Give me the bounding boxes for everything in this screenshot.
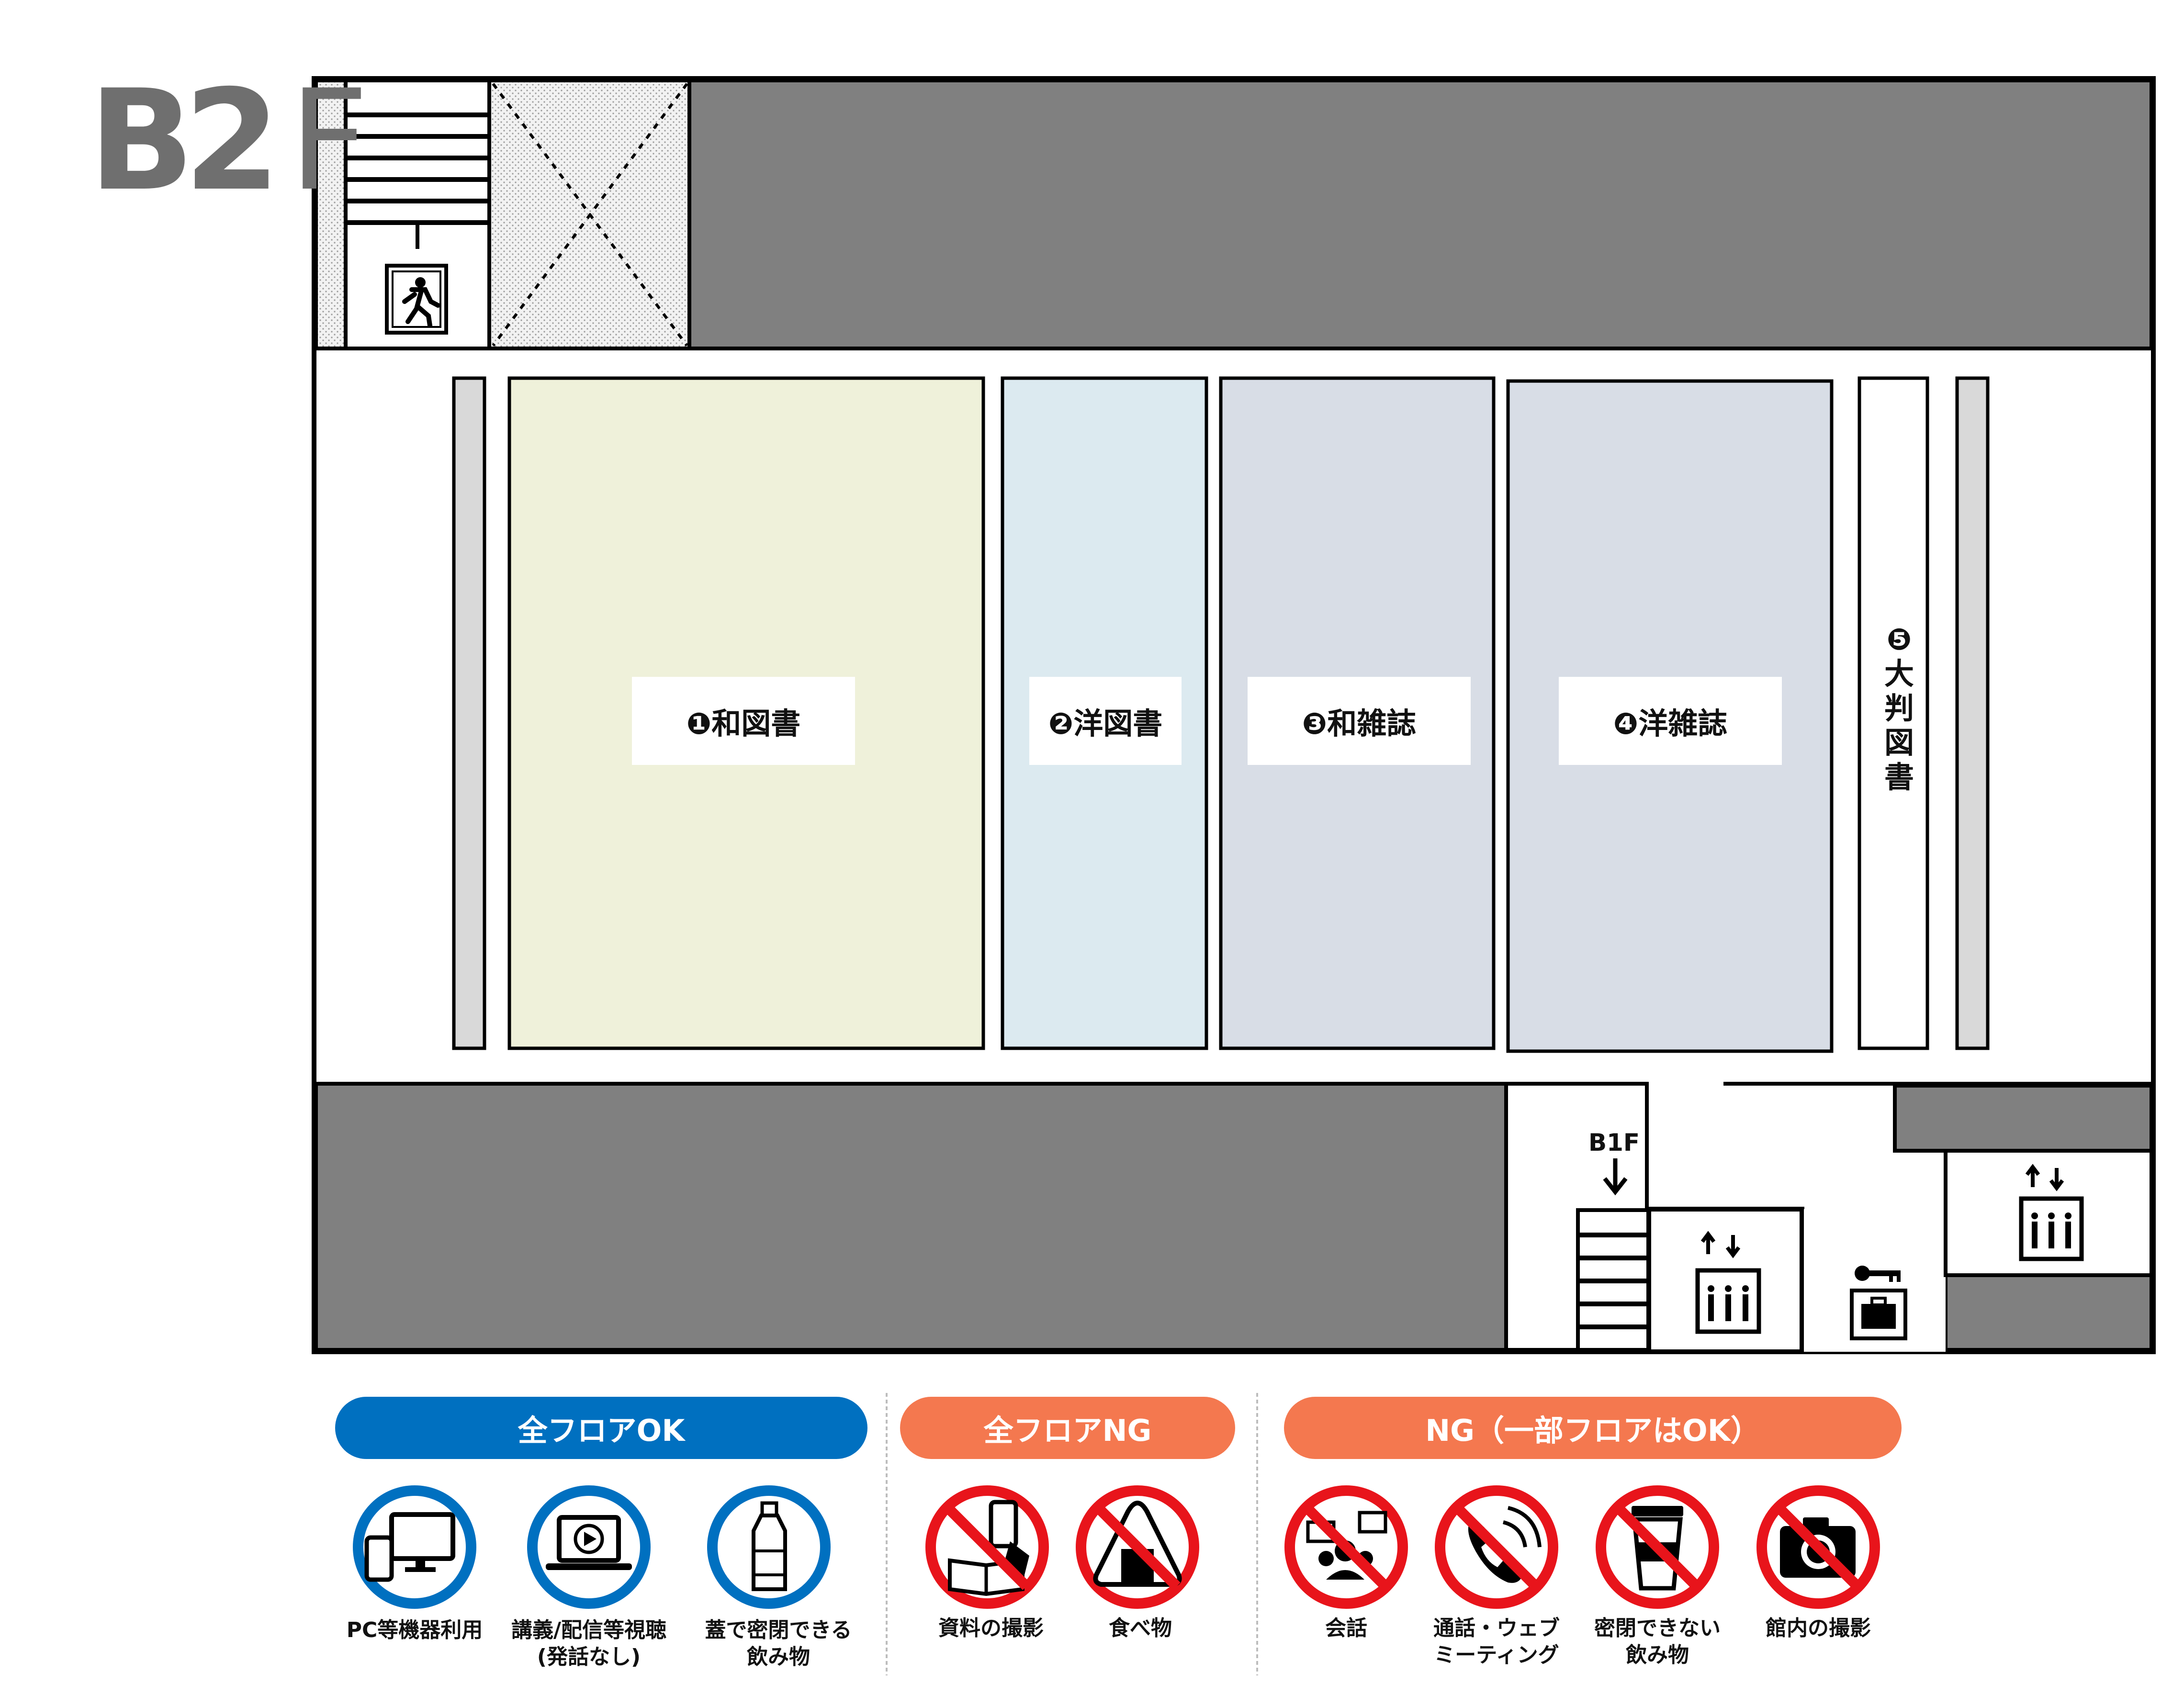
staircase-bottom <box>1504 1082 1651 1352</box>
no-conversation-icon <box>1284 1485 1408 1609</box>
caption-line: 飲み物 <box>747 1645 810 1669</box>
caption-no-open-cup: 密閉できない飲み物 <box>1571 1615 1744 1669</box>
caption-no-photo-materials: 資料の撮影 <box>905 1615 1077 1642</box>
caption-line: 密閉できない <box>1594 1616 1721 1640</box>
legend-ng-all-title: 全フロアNG <box>900 1397 1235 1459</box>
area-label-oversized-books: ❺ 大 判 図 書 <box>1863 622 1935 795</box>
caption-line: 講義/配信等視聴 <box>511 1618 667 1642</box>
area-label-japanese-books: ❶和図書 <box>632 677 855 765</box>
vert-char: 大 <box>1884 656 1914 691</box>
caption-line: 資料の撮影 <box>938 1616 1044 1640</box>
caption-no-food: 食べ物 <box>1054 1615 1227 1642</box>
caption-line: 通話・ウェブ <box>1433 1616 1560 1640</box>
blocked-area-top <box>687 79 2153 350</box>
caption-line: PC等機器利用 <box>346 1618 483 1642</box>
area-label-japanese-magazines: ❸和雑誌 <box>1248 677 1471 765</box>
caption-no-conversation: 会話 <box>1260 1615 1432 1642</box>
down-arrow-icon <box>1603 1158 1628 1196</box>
blocked-area-right-top <box>1893 1084 2153 1153</box>
blocked-area-right-bottom <box>1944 1273 2153 1352</box>
caption-line: 会話 <box>1325 1616 1367 1640</box>
caption-no-camera: 館内の撮影 <box>1732 1615 1904 1642</box>
vert-char: ❺ <box>1886 622 1912 657</box>
side-shelf-right <box>1955 376 1990 1050</box>
no-camera-icon <box>1756 1485 1880 1609</box>
no-open-cup-icon <box>1596 1485 1719 1609</box>
pc-device-icon <box>353 1485 476 1609</box>
elevator-icon-right[interactable] <box>1944 1149 2153 1277</box>
vert-char: 図 <box>1884 725 1914 760</box>
caption-line: 蓋で密閉できる <box>705 1618 852 1642</box>
stairs-b1f-label: B1F <box>1588 1129 1640 1156</box>
legend-ok-all-title: 全フロアOK <box>335 1397 867 1459</box>
side-shelf-left <box>452 376 486 1050</box>
caption-bottle: 蓋で密閉できる飲み物 <box>692 1617 865 1671</box>
caption-lecture-video: 講義/配信等視聴 (発話なし) <box>503 1617 675 1671</box>
lecture-video-icon <box>527 1485 651 1609</box>
elevator-icon[interactable] <box>1646 1207 1804 1354</box>
legend-ng-partial-title: NG（一部フロアはOK） <box>1284 1397 1902 1459</box>
caption-no-phone: 通話・ウェブミーティング <box>1410 1615 1583 1669</box>
void-shaft <box>492 83 688 347</box>
blocked-area-bottom <box>314 1082 1508 1352</box>
area-oversized-books[interactable] <box>1858 376 1929 1050</box>
caption-pc-device: PC等機器利用 <box>328 1617 501 1644</box>
bottle-icon <box>707 1485 831 1609</box>
caption-line: (発話なし) <box>537 1645 641 1669</box>
caption-line: 館内の撮影 <box>1766 1616 1871 1640</box>
floor-suffix: F <box>289 60 369 222</box>
caption-line: ミーティング <box>1434 1643 1559 1667</box>
locker-key-icon <box>1804 1209 1946 1352</box>
no-photo-materials-icon <box>925 1485 1049 1609</box>
caption-line: 食べ物 <box>1109 1616 1172 1640</box>
no-food-icon <box>1076 1485 1199 1609</box>
vert-char: 書 <box>1884 760 1914 795</box>
vert-char: 判 <box>1884 691 1914 726</box>
emergency-exit-icon <box>385 264 448 335</box>
area-label-western-magazines: ❹洋雑誌 <box>1559 677 1782 765</box>
caption-line: 飲み物 <box>1626 1643 1689 1667</box>
area-label-western-books: ❷洋図書 <box>1029 677 1182 765</box>
floor-number: B2 <box>89 60 281 222</box>
no-phone-icon <box>1435 1485 1558 1609</box>
